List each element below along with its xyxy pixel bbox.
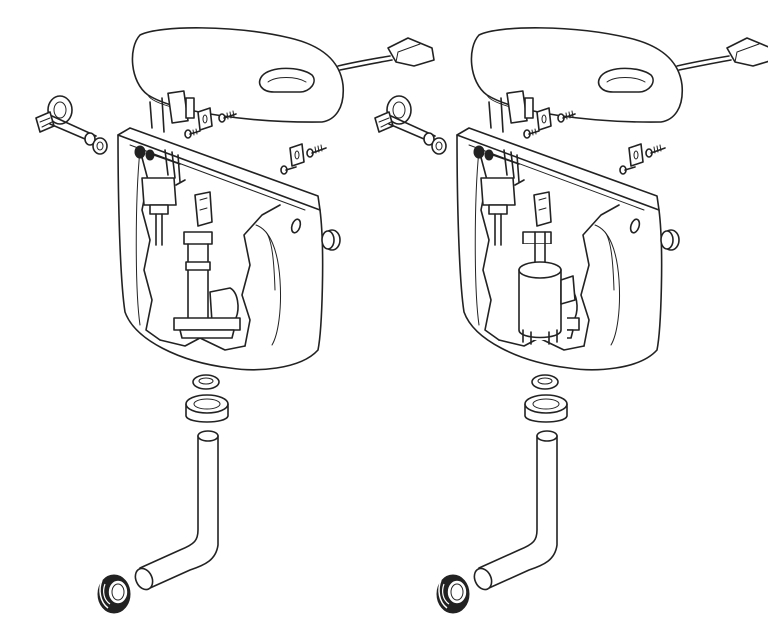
flush-valve-cylinder <box>511 231 576 345</box>
assembly-left <box>35 27 435 614</box>
assembly-right <box>374 27 768 614</box>
